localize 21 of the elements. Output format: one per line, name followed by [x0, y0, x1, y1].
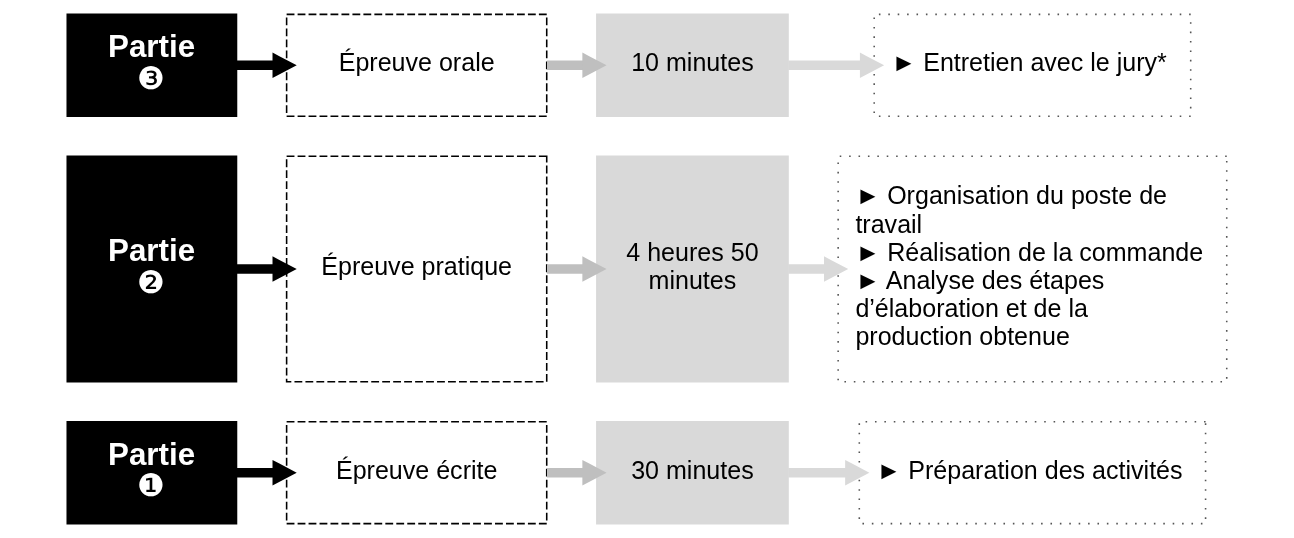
- node-box: Épreuve pratique: [285, 155, 548, 383]
- node-box: Partie ❷: [66, 155, 238, 383]
- node-box: Partie ❸: [66, 13, 238, 117]
- arrow: [236, 52, 297, 79]
- node-box: Partie ❶: [66, 421, 238, 525]
- arrow: [236, 459, 297, 486]
- arrow: [788, 256, 849, 282]
- arrow: [546, 459, 607, 486]
- node-box: Épreuve écrite: [285, 421, 548, 525]
- node-box: ► Organisation du poste de travail ► Réalisation de la commande ► Analyse des étapes d’élaboration et de la production obtenue: [837, 155, 1228, 383]
- node-box: Épreuve orale: [285, 13, 548, 117]
- node-box: ► Entretien avec le jury*: [873, 13, 1192, 117]
- node-box: 4 heures 50 minutes: [596, 155, 789, 383]
- node-box: 10 minutes: [596, 13, 789, 117]
- arrow: [236, 256, 297, 282]
- node-box: ► Préparation des activités: [858, 421, 1207, 525]
- arrow: [788, 459, 870, 486]
- arrow: [546, 256, 607, 282]
- node-box: 30 minutes: [596, 421, 789, 525]
- arrow: [546, 52, 607, 79]
- arrow: [788, 52, 885, 79]
